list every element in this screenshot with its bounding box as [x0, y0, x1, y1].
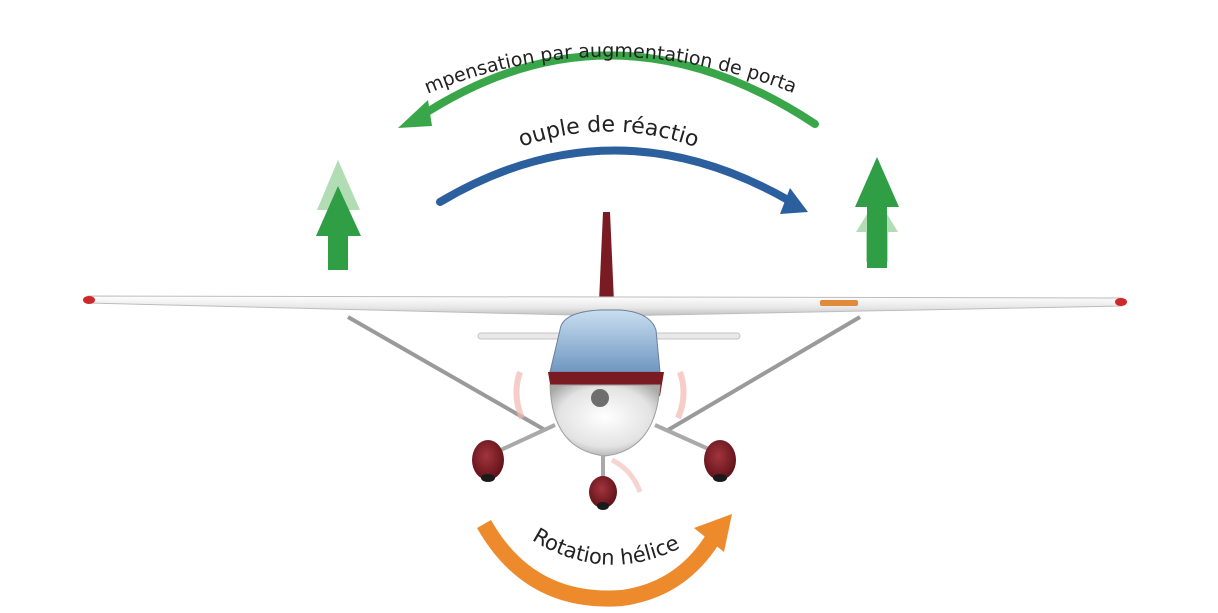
compensation-arrow: [398, 51, 819, 128]
reaction-torque-arrow: [436, 146, 808, 214]
lift-arrow-right: [855, 157, 899, 268]
propeller-rotation-arrow: [477, 514, 732, 607]
lift-arrow-left: [316, 160, 361, 270]
reaction-torque-label: Couple de réaction: [0, 0, 702, 153]
airplane-front-view: [83, 212, 1127, 510]
propeller-rotation-label: Rotation hélice: [529, 523, 683, 570]
up-arrow-icon: [316, 186, 361, 270]
compensation-label: Compensation par augmentation de portanc…: [0, 0, 800, 98]
up-arrow-icon: [855, 157, 899, 268]
